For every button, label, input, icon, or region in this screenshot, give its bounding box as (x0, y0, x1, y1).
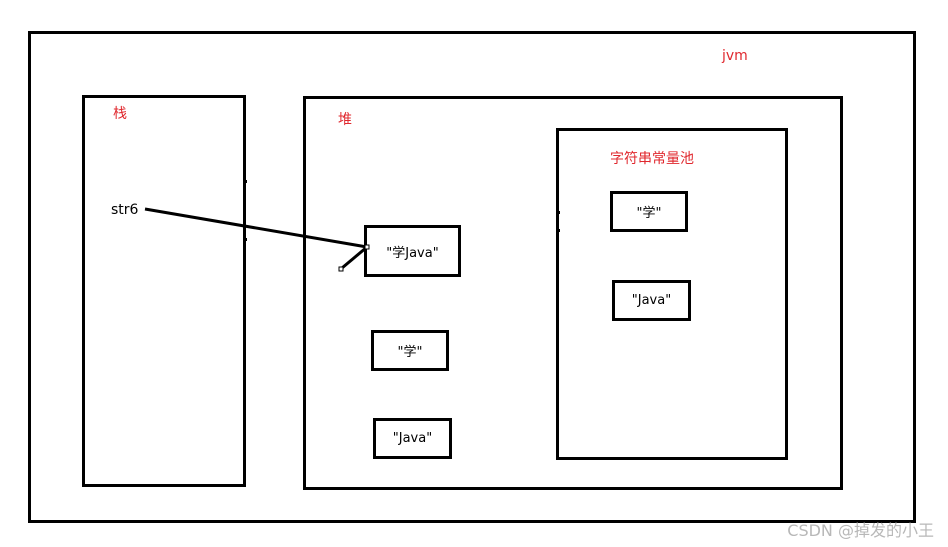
arrow-handle (338, 266, 344, 272)
arrow-head-line (341, 245, 368, 270)
edge-tick (557, 211, 560, 214)
edge-tick (303, 186, 306, 189)
pool-object-java: "Java" (612, 280, 691, 321)
edge-tick (244, 238, 247, 241)
string-pool-label: 字符串常量池 (610, 151, 694, 167)
stack-box (82, 95, 246, 487)
heap-object-xuejava: "学Java" (364, 225, 461, 277)
heap-object-java: "Java" (373, 418, 452, 459)
watermark: CSDN @掉发的小王 (787, 521, 934, 540)
heap-box (303, 96, 843, 490)
edge-tick (244, 180, 247, 183)
pool-object-xue: "学" (610, 191, 688, 232)
stack-label: 栈 (113, 106, 127, 122)
heap-object-xue: "学" (371, 330, 449, 371)
arrow-handle (364, 244, 370, 250)
stack-variable-str6: str6 (111, 202, 139, 218)
heap-label: 堆 (338, 112, 352, 128)
string-pool-box (556, 128, 788, 460)
reference-line (144, 207, 368, 249)
edge-tick (557, 229, 560, 232)
jvm-box (28, 31, 916, 523)
jvm-label: jvm (722, 48, 748, 64)
